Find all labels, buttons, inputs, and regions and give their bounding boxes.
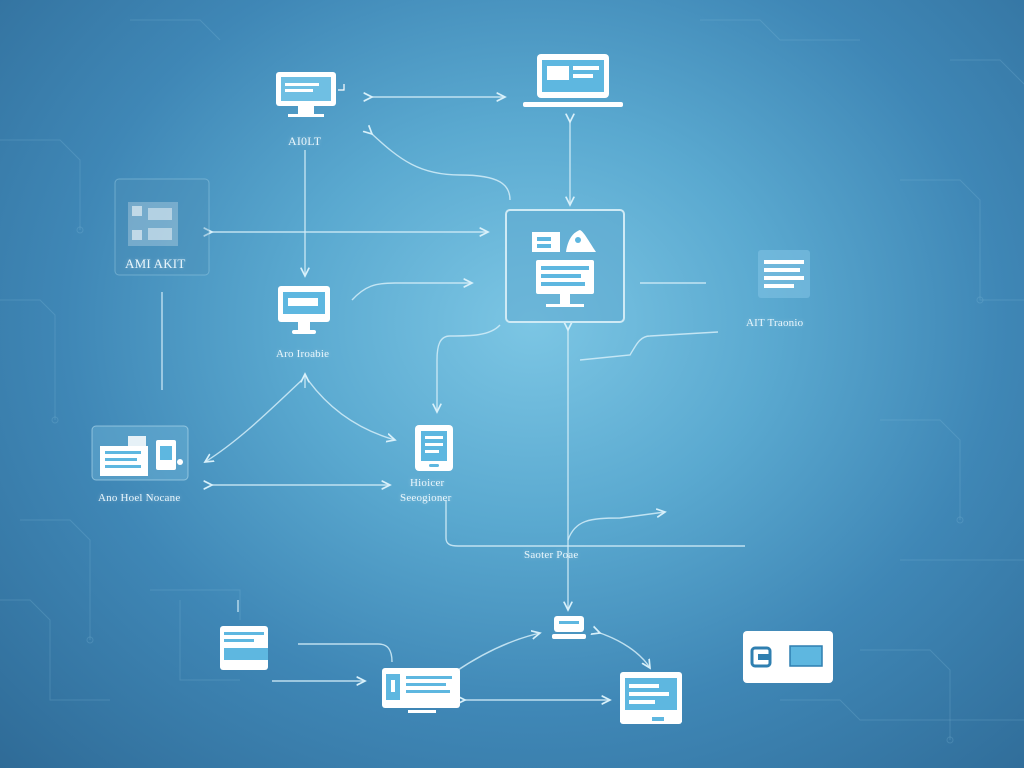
- label-tablet-line1: Hioicer: [410, 477, 445, 489]
- connector-curve-center: [372, 134, 511, 201]
- connector-bottom-c: [454, 633, 540, 673]
- connector-bottom-d: [600, 633, 650, 668]
- display-icon: [758, 250, 810, 298]
- connector-router-curve: [567, 512, 665, 541]
- laptop-icon: [523, 54, 623, 107]
- notebook-icon: [620, 672, 682, 724]
- label-center-left-device: Aro Iroabie: [276, 348, 330, 360]
- connector-fork-left: [205, 379, 303, 462]
- label-bottom-left-device: Ano Hoel Nocane: [98, 492, 181, 504]
- monitor-icon: [276, 72, 345, 117]
- connectors: [161, 97, 745, 700]
- workstation-icon: [91, 425, 189, 481]
- control-panel-icon: [114, 178, 210, 276]
- connector-bottom-a: [298, 643, 393, 663]
- storage-card-icon: [743, 631, 833, 683]
- label-tablet-line2: Seeogioner: [400, 492, 452, 504]
- router-icon: [552, 616, 586, 639]
- label-router: Saoter Poae: [524, 549, 579, 561]
- document-card-icon: [382, 668, 460, 713]
- connector-right-lower: [579, 331, 719, 361]
- tablet-icon: [415, 425, 453, 471]
- label-top-left-device: AI0LT: [288, 134, 322, 148]
- desktop-icon: [278, 286, 330, 334]
- server-hub-icon: [505, 209, 625, 323]
- label-right-device: AIT Traonio: [746, 317, 804, 329]
- label-left-panel: AMI AKIT: [125, 256, 186, 271]
- connector-center-tablet: [437, 324, 501, 412]
- connector-tablet-router: [445, 500, 745, 547]
- circuit-traces: [0, 19, 1024, 744]
- connector-fork-right: [307, 379, 395, 440]
- connector-centerleft: [351, 283, 472, 301]
- small-monitor-icon: [220, 626, 268, 670]
